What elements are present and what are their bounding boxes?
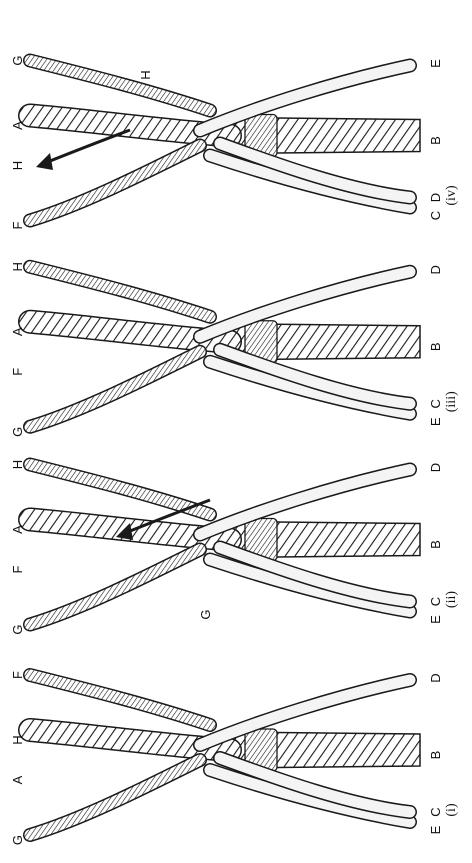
label-top: F <box>10 221 25 229</box>
label-bottom: C <box>428 399 443 408</box>
label-top: F <box>10 565 25 573</box>
label-bottom: D <box>428 463 443 472</box>
label-top: H <box>10 161 25 170</box>
panel-caption: (i) <box>444 803 459 817</box>
panel-caption: (iv) <box>444 185 459 206</box>
panel-caption: (ii) <box>444 591 459 608</box>
panel-ii: G F A H EC B D G (ii) <box>10 460 459 635</box>
label-top: H <box>10 262 25 271</box>
label-inner: H <box>138 70 153 79</box>
dark-strand <box>30 760 200 835</box>
dark-strand <box>30 352 200 427</box>
label-bottom: E <box>428 825 443 834</box>
dark-strand <box>30 267 210 317</box>
dark-strand <box>30 146 200 221</box>
label-top: G <box>10 427 25 437</box>
label-bottom: C <box>428 211 443 220</box>
label-top: A <box>10 775 25 784</box>
direction-arrow <box>36 130 130 170</box>
label-bottom: D <box>428 265 443 274</box>
dark-strand <box>30 465 210 515</box>
label-top: G <box>10 835 25 845</box>
label-bottom: E <box>428 59 443 68</box>
label-top: A <box>10 121 25 130</box>
panel-iv: F H A G CD B E H (iv) <box>10 55 459 229</box>
label-bottom: B <box>428 342 443 351</box>
label-top: H <box>10 735 25 744</box>
label-top: A <box>10 327 25 336</box>
label-bottom: B <box>428 751 443 760</box>
label-top: H <box>10 460 25 469</box>
dark-strand <box>30 61 210 111</box>
panel-i: G A H F EC B D (i) <box>10 671 459 845</box>
label-top: G <box>10 55 25 65</box>
label-top: F <box>10 671 25 679</box>
label-bottom: B <box>428 540 443 549</box>
label-bottom: C <box>428 597 443 606</box>
dark-strand <box>30 550 200 625</box>
dark-strand <box>30 675 210 725</box>
label-inner: G <box>198 609 213 619</box>
label-bottom: E <box>428 417 443 426</box>
label-bottom: D <box>428 673 443 682</box>
label-top: F <box>10 368 25 376</box>
label-bottom: C <box>428 807 443 816</box>
panel-caption: (iii) <box>444 391 459 412</box>
label-top: G <box>10 624 25 634</box>
label-bottom: E <box>428 615 443 624</box>
label-bottom: B <box>428 136 443 145</box>
label-top: A <box>10 525 25 534</box>
label-bottom: D <box>428 193 443 202</box>
panel-iii: G F A H EC B D (iii) <box>10 262 459 437</box>
